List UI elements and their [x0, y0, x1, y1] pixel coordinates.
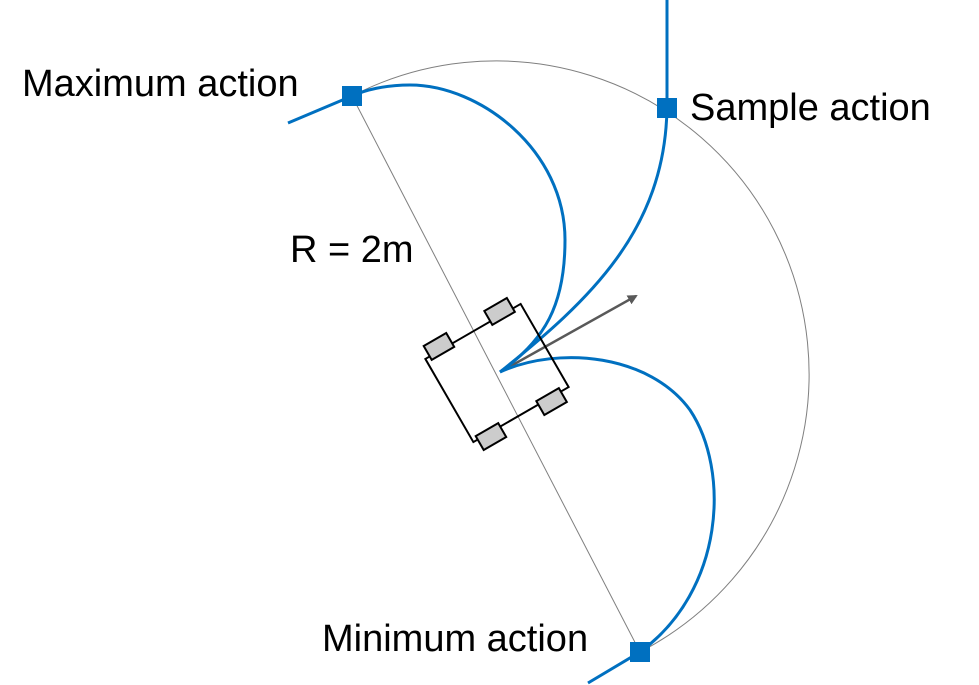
sample-action-marker	[657, 98, 677, 118]
min-action-marker	[630, 642, 650, 662]
min-action-label: Minimum action	[322, 618, 588, 660]
trajectory-min	[499, 356, 716, 685]
trajectory-max	[287, 83, 567, 374]
robot-icon	[422, 296, 570, 452]
max-action-marker	[342, 86, 362, 106]
trajectory-sample	[499, 0, 669, 374]
wheel-icon	[422, 331, 456, 362]
robot-body	[424, 302, 570, 444]
radius-guide-arc	[351, 60, 810, 653]
radius-guide-chord	[351, 95, 641, 653]
max-action-label: Maximum action	[22, 63, 299, 105]
radius-label: R = 2m	[290, 229, 414, 271]
wheel-icon	[534, 386, 569, 417]
wheel-icon	[474, 421, 508, 452]
heading-arrow-icon	[499, 294, 638, 374]
sample-action-label: Sample action	[690, 87, 931, 129]
wheel-icon	[482, 296, 517, 327]
